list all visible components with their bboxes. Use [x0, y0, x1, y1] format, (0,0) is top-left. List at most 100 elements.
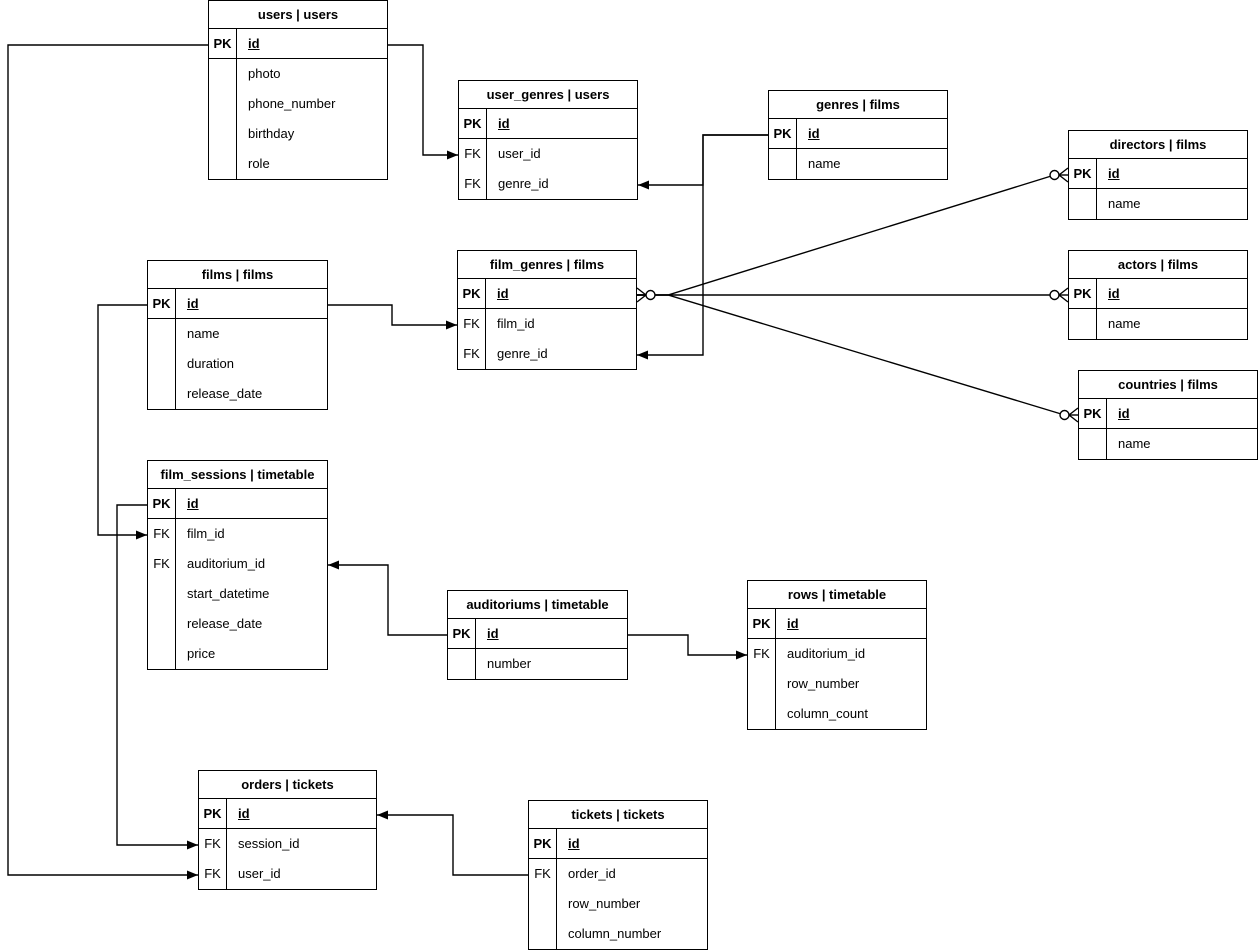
key-badge: FK [199, 828, 227, 859]
key-badge: FK [148, 518, 176, 549]
key-badge [148, 608, 176, 639]
field-label: id [187, 495, 199, 511]
key-badge [529, 888, 557, 919]
arrowhead [187, 840, 198, 850]
key-badge: PK [459, 109, 487, 138]
row-users-role: role [209, 148, 387, 179]
field-label: auditorium_id [187, 556, 266, 571]
row-user_genres-genre_id: FK genre_id [459, 168, 637, 199]
field-label: column_count [787, 706, 868, 721]
connector-film_genres-to-directors[interactable] [637, 174, 1055, 296]
field-label: id [1108, 285, 1120, 301]
key-badge: PK [458, 279, 486, 308]
marker-countries-many-optional [1059, 407, 1079, 423]
field-label: release_date [187, 386, 263, 401]
entity-title-genres: genres | films [769, 91, 947, 119]
key-badge [1079, 428, 1107, 459]
field-label: release_date [187, 616, 263, 631]
field-label: name [1108, 316, 1141, 331]
entity-title-auditoriums: auditoriums | timetable [448, 591, 627, 619]
field-label: id [1108, 165, 1120, 181]
arrowhead [736, 650, 747, 660]
field-label: id [1118, 405, 1130, 421]
connector-films_id-to-film_sessions_film_id[interactable] [97, 304, 147, 540]
row-film_sessions-price: price [148, 638, 327, 669]
connector-film_sessions_id-to-orders_session_id[interactable] [116, 504, 198, 850]
marker-directors-many-optional [1049, 167, 1069, 183]
arrowhead [187, 870, 198, 880]
field-label: id [498, 115, 510, 131]
field-label: name [187, 326, 220, 341]
row-genres-name: name [769, 148, 947, 179]
field-label: id [248, 35, 260, 51]
key-badge: FK [459, 168, 487, 199]
connector-tickets_order_id-to-orders_id[interactable] [377, 810, 528, 876]
key-badge [769, 148, 797, 179]
key-badge [148, 578, 176, 609]
field-label: id [487, 625, 499, 641]
field-label: price [187, 646, 216, 661]
connector-auditoriums_id-to-rows_auditorium_id[interactable] [628, 634, 747, 660]
connector-users_id-to-orders_user_id[interactable] [7, 44, 208, 880]
field-label: genre_id [498, 176, 549, 191]
row-countries-id: PK id [1079, 399, 1257, 429]
entity-title-orders: orders | tickets [199, 771, 376, 799]
key-badge: FK [459, 138, 487, 169]
connector-genres_id-to-film_genres_genre_id[interactable] [637, 134, 768, 360]
field-label: phone_number [248, 96, 336, 111]
row-tickets-column_number: column_number [529, 918, 707, 949]
connector-auditoriums_id-to-film_sessions_auditorium_id[interactable] [328, 560, 447, 636]
key-badge: PK [1069, 159, 1097, 188]
field-label: name [1118, 436, 1151, 451]
field-label: user_id [498, 146, 541, 161]
field-label: id [787, 615, 799, 631]
key-badge: PK [199, 799, 227, 828]
row-rows-column_count: column_count [748, 698, 926, 729]
key-badge: FK [748, 638, 776, 669]
row-films-name: name [148, 318, 327, 349]
row-users-photo: photo [209, 58, 387, 89]
field-label: session_id [238, 836, 300, 851]
entity-title-actors: actors | films [1069, 251, 1247, 279]
field-label: start_datetime [187, 586, 270, 601]
field-label: role [248, 156, 270, 171]
connector-films_id-to-film_genres_film_id[interactable] [328, 304, 457, 330]
field-label: column_number [568, 926, 662, 941]
connector-users_id-to-user_genres_user_id[interactable] [388, 44, 458, 160]
arrowhead [638, 180, 649, 190]
entity-title-rows: rows | timetable [748, 581, 926, 609]
key-badge: FK [529, 858, 557, 889]
field-label: name [1108, 196, 1141, 211]
field-label: id [238, 805, 250, 821]
field-label: photo [248, 66, 281, 81]
row-users-birthday: birthday [209, 118, 387, 149]
row-auditoriums-number: number [448, 648, 627, 679]
key-badge: FK [458, 308, 486, 339]
key-badge [529, 918, 557, 949]
arrowhead [447, 150, 458, 160]
entity-title-films: films | films [148, 261, 327, 289]
key-badge [148, 378, 176, 409]
field-label: birthday [248, 126, 295, 141]
field-label: film_id [187, 526, 225, 541]
key-badge: PK [1079, 399, 1107, 428]
row-rows-row_number: row_number [748, 668, 926, 699]
